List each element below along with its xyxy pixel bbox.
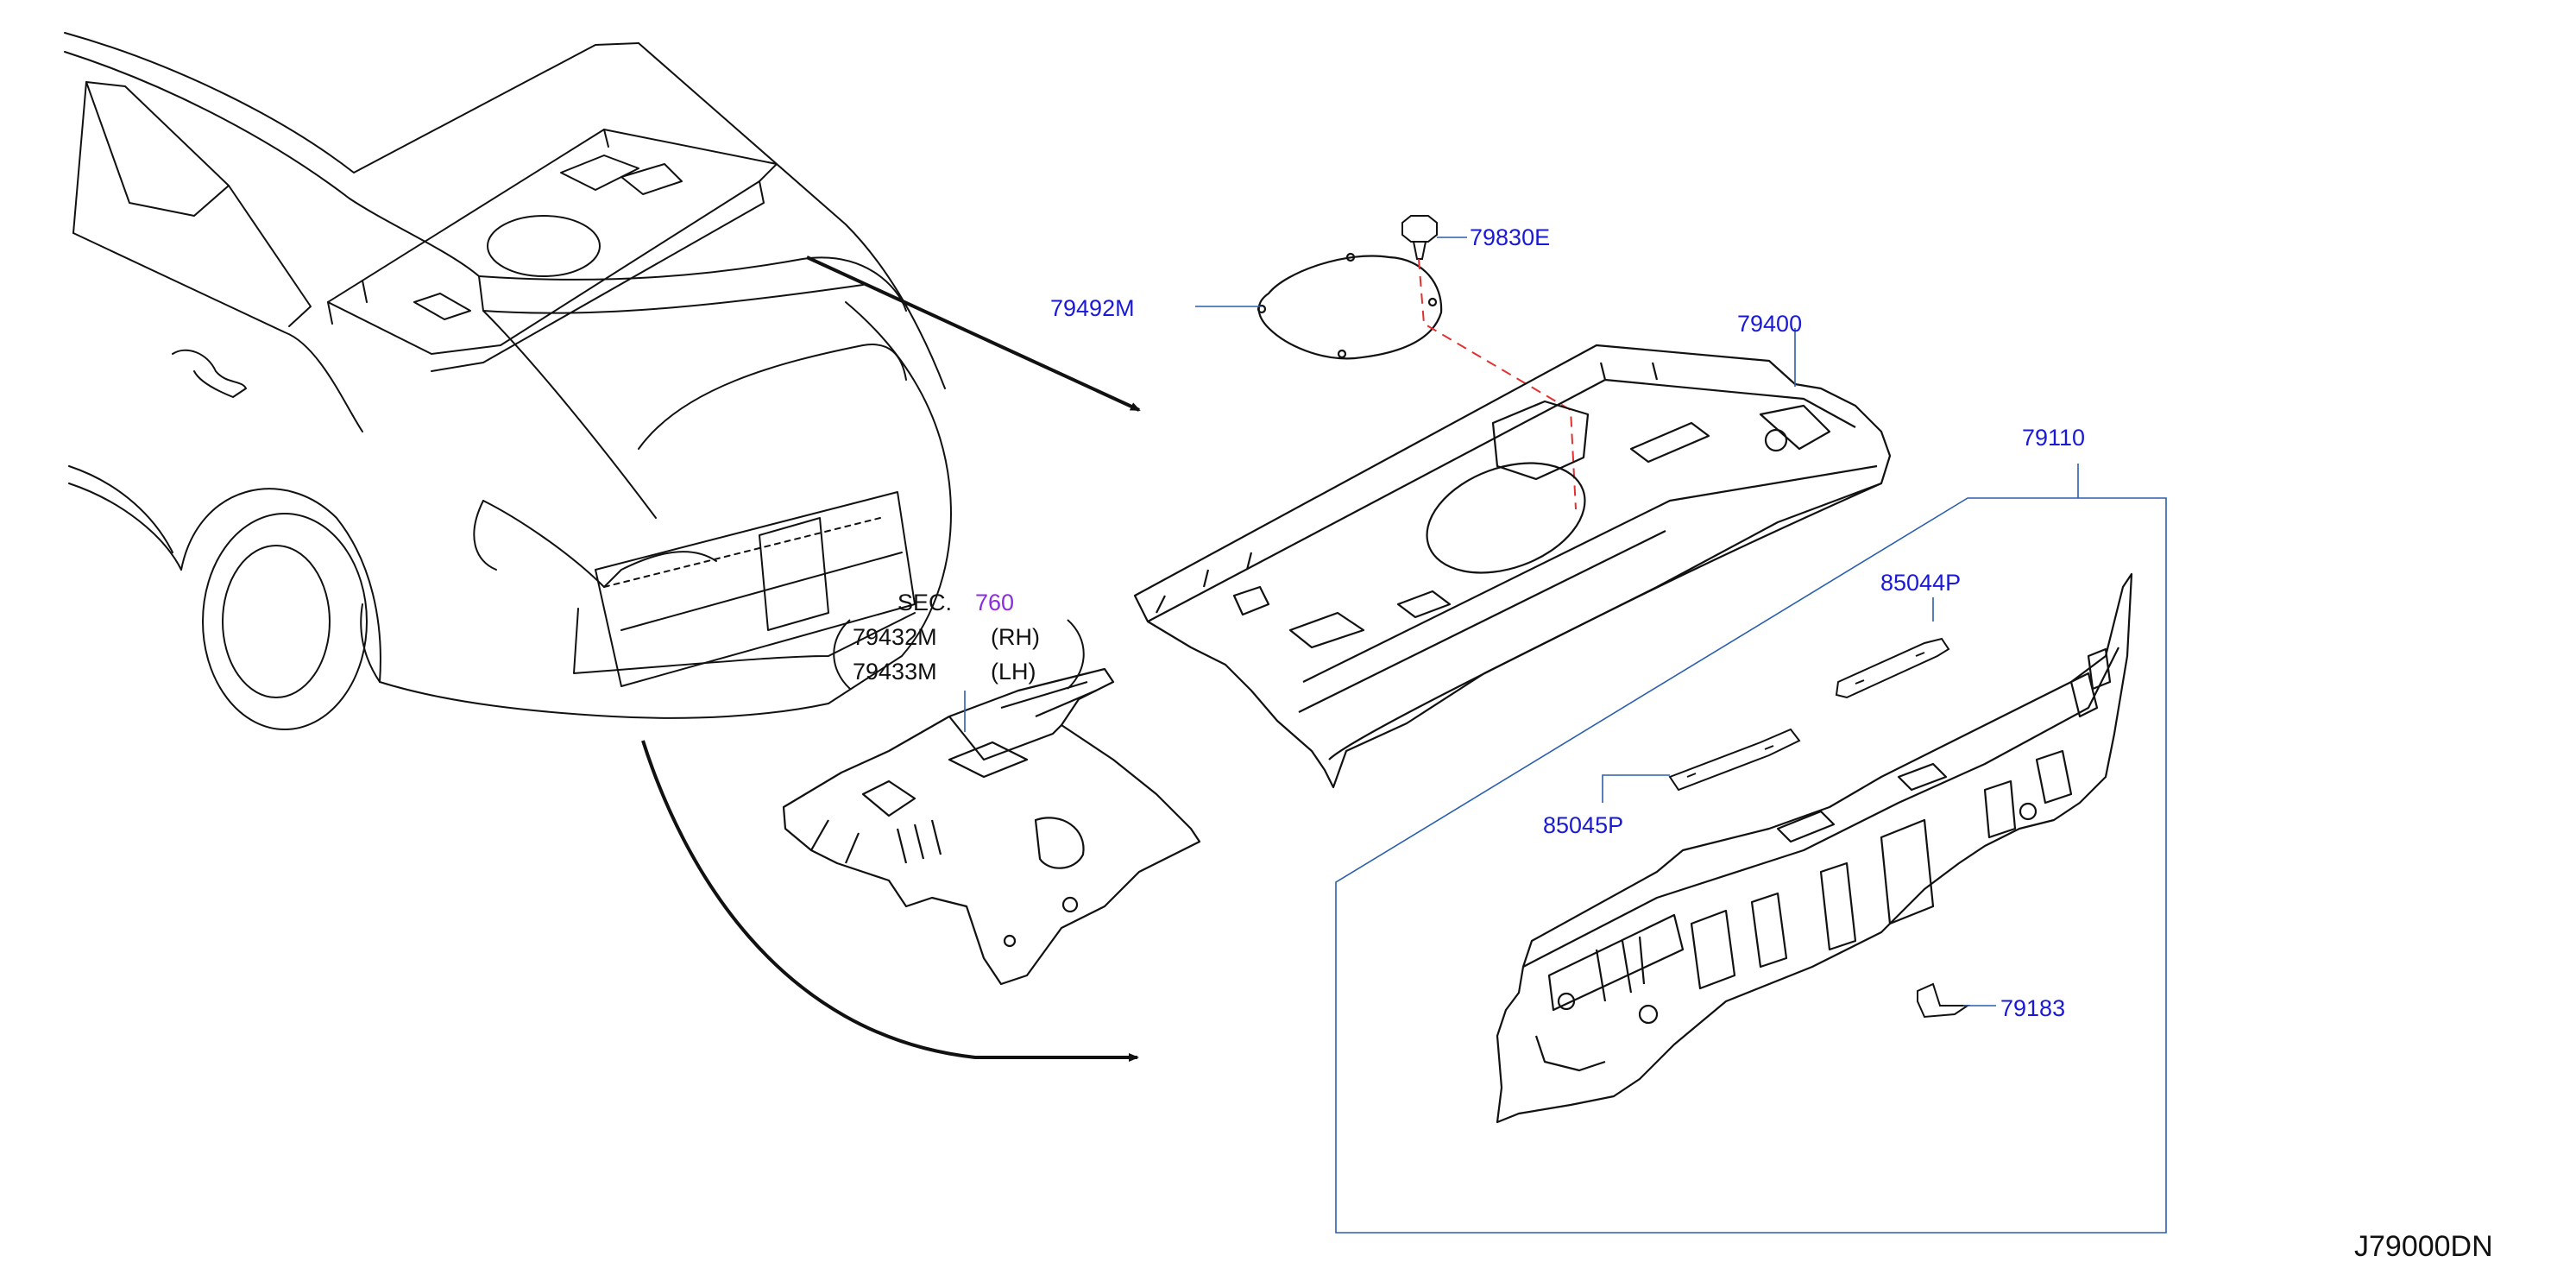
ref-part-rh: 79432M <box>853 624 937 650</box>
label-79183: 79183 <box>2000 995 2065 1021</box>
clip-79830E <box>1401 215 1438 260</box>
sec-label: SEC. <box>898 590 952 615</box>
part-labels: 79830E 79492M 79400 79110 85044P 85045P … <box>1050 224 2085 1021</box>
sec-number: 760 <box>975 590 1014 615</box>
label-79110: 79110 <box>2022 425 2085 451</box>
section-reference: SEC. 760 79432M (RH) 79433M (LH) <box>853 590 1040 685</box>
leader-85045P <box>1602 774 1670 803</box>
speaker-cover-79492M <box>1257 252 1443 360</box>
arrow-to-package-tray <box>806 256 1141 412</box>
package-tray-79400 <box>1133 344 1892 789</box>
ref-side-rh: (RH) <box>991 624 1040 650</box>
leader-lines <box>964 237 2079 1006</box>
label-79830E: 79830E <box>1470 224 1550 250</box>
rear-panel-79110 <box>1496 572 2133 1124</box>
label-85045P: 85045P <box>1543 812 1623 838</box>
vehicle-rear-view <box>64 32 952 730</box>
label-79400: 79400 <box>1737 311 1802 337</box>
drawing-code: J79000DN <box>2354 1230 2493 1263</box>
label-85044P: 85044P <box>1880 570 1961 596</box>
bracket-85045P <box>1668 728 1801 792</box>
arrow-to-rear-panel <box>641 740 1139 1062</box>
ref-part-lh: 79433M <box>853 659 937 685</box>
label-79492M: 79492M <box>1050 295 1135 321</box>
clip-dashed-guide <box>1418 258 1577 510</box>
bracket-79183 <box>1917 982 1971 1019</box>
section-ref-brackets <box>833 619 1085 690</box>
ref-side-lh: (LH) <box>991 659 1036 685</box>
rear-panel-callout-box <box>1335 497 2167 1234</box>
rear-pillar-member <box>782 667 1201 986</box>
transfer-arrows <box>641 256 1141 1062</box>
bracket-85044P <box>1835 637 1950 699</box>
